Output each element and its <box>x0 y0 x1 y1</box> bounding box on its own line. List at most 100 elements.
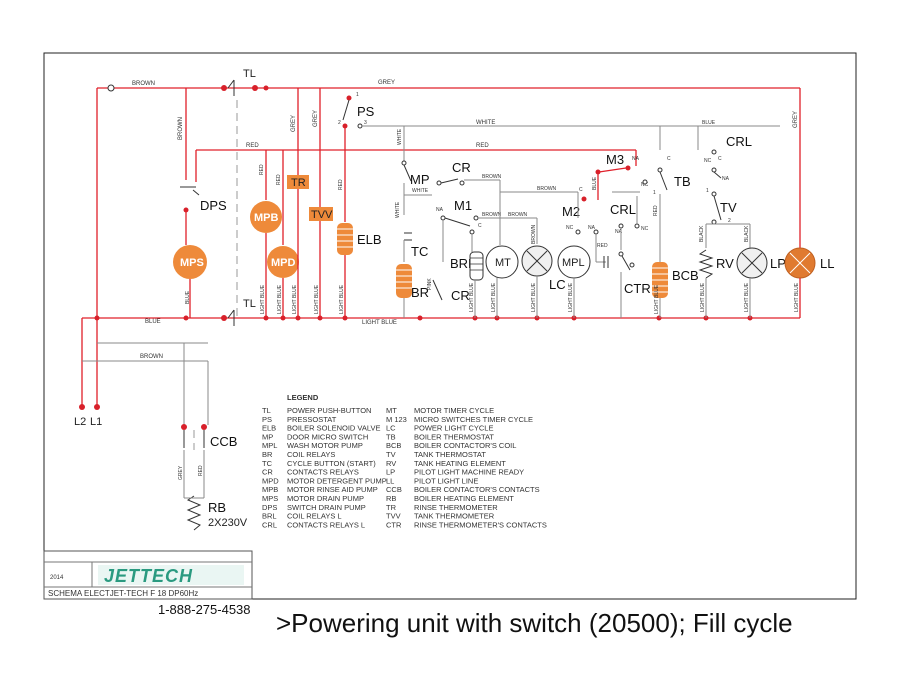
svg-text:RED: RED <box>597 243 608 249</box>
svg-text:RED: RED <box>198 465 204 476</box>
svg-text:RED: RED <box>276 174 282 185</box>
svg-text:BLACK: BLACK <box>744 225 750 242</box>
legend-code: LP <box>386 468 395 477</box>
legend-code: CRL <box>262 520 277 529</box>
label-m3: M3 <box>606 152 624 167</box>
svg-text:2: 2 <box>338 120 341 126</box>
wire-label-grey: GREY <box>378 80 395 86</box>
lp-lamp <box>736 247 768 279</box>
legend-code: BR <box>262 450 273 459</box>
legend-code: MPB <box>262 485 278 494</box>
legend-description: CONTACTS RELAYS L <box>287 520 365 529</box>
svg-text:LIGHT BLUE: LIGHT BLUE <box>260 284 266 314</box>
legend-title: LEGEND <box>287 393 319 402</box>
svg-text:LIGHT BLUE: LIGHT BLUE <box>491 282 497 312</box>
svg-text:BLACK: BLACK <box>699 225 705 242</box>
legend-code: CTR <box>386 520 402 529</box>
label-cr-bottom: CR <box>451 288 470 303</box>
label-ccb: CCB <box>210 434 237 449</box>
label-crl-right: CRL <box>726 134 752 149</box>
svg-text:WHITE: WHITE <box>395 201 401 218</box>
legend-description: BOILER SOLENOID VALVE <box>287 424 381 433</box>
svg-text:RED: RED <box>338 179 344 190</box>
legend-code: MT <box>386 406 397 415</box>
legend-description: MOTOR DRAIN PUMP <box>287 494 364 503</box>
label-ps: PS <box>357 104 375 119</box>
svg-text:LIGHT BLUE: LIGHT BLUE <box>277 284 283 314</box>
tvv-thermometer <box>309 207 333 221</box>
label-lp: LP <box>770 256 786 271</box>
svg-text:LIGHT BLUE: LIGHT BLUE <box>654 284 660 314</box>
svg-text:1: 1 <box>356 92 359 98</box>
legend-code: DPS <box>262 503 277 512</box>
svg-text:BLUE: BLUE <box>145 319 161 325</box>
legend-description: BOILER CONTACTOR'S COIL <box>414 441 516 450</box>
svg-text:WHITE: WHITE <box>412 188 429 194</box>
label-mpl: MPL <box>562 257 585 269</box>
legend-code: TC <box>262 459 273 468</box>
bcb-coil <box>652 262 668 298</box>
label-l1: L1 <box>90 416 102 428</box>
legend-description: COIL RELAYS <box>287 450 335 459</box>
legend-description: CYCLE BUTTON (START) <box>287 459 376 468</box>
svg-text:C: C <box>718 156 722 162</box>
legend-description: RINSE THERMOMETER'S CONTACTS <box>414 520 547 529</box>
svg-text:WHITE: WHITE <box>397 128 403 145</box>
svg-text:LIGHT BLUE: LIGHT BLUE <box>700 282 706 312</box>
svg-text:NA: NA <box>722 176 730 182</box>
legend-description: POWER PUSH-BUTTON <box>287 406 371 415</box>
legend-code: MPS <box>262 494 278 503</box>
svg-text:1: 1 <box>653 190 656 196</box>
mpb-pump <box>250 201 282 233</box>
svg-text:LIGHT BLUE: LIGHT BLUE <box>531 282 537 312</box>
label-m1: M1 <box>454 198 472 213</box>
svg-text:NC: NC <box>641 182 649 188</box>
wire-label-brown: BROWN <box>132 81 155 87</box>
legend-description: SWITCH DRAIN PUMP <box>287 503 366 512</box>
svg-text:RED: RED <box>246 143 259 149</box>
svg-text:1: 1 <box>706 188 709 194</box>
legend-description: BOILER CONTACTOR'S CONTACTS <box>414 485 540 494</box>
svg-text:BROWN: BROWN <box>140 354 163 360</box>
svg-text:GREY: GREY <box>291 115 297 132</box>
svg-text:RED: RED <box>653 205 659 216</box>
legend-code: CCB <box>386 485 402 494</box>
rv-resistor <box>698 249 714 279</box>
svg-text:NC: NC <box>704 158 712 164</box>
title-block: 2014 JETTECH SCHEMA ELECTJET-TECH F 18 D… <box>43 550 253 600</box>
legend-code: PS <box>262 415 272 424</box>
label-bcb: BCB <box>672 268 699 283</box>
brl-coil <box>469 251 484 281</box>
svg-text:GREY: GREY <box>178 465 184 480</box>
phone-number: 1-888-275-4538 <box>158 602 251 617</box>
svg-text:LIGHT BLUE: LIGHT BLUE <box>744 282 750 312</box>
label-brl: BRL <box>450 256 475 271</box>
label-mps: MPS <box>180 257 204 269</box>
label-cr-top: CR <box>452 160 471 175</box>
label-rv: RV <box>716 256 734 271</box>
svg-text:BLUE: BLUE <box>592 176 598 190</box>
svg-text:NC: NC <box>566 225 574 231</box>
mpd-pump <box>267 246 299 278</box>
label-tv: TV <box>720 200 737 215</box>
label-tr: TR <box>291 177 306 189</box>
legend-code: MP <box>262 432 273 441</box>
legend-description: TANK THERMOSTAT <box>414 450 486 459</box>
legend-description: COIL RELAYS L <box>287 512 342 521</box>
svg-text:LIGHT BLUE: LIGHT BLUE <box>339 284 345 314</box>
legend-description: MOTOR DETERGENT PUMP <box>287 476 387 485</box>
title-year: 2014 <box>50 575 64 581</box>
rb-heating-element <box>186 495 202 531</box>
legend-code: LL <box>386 476 394 485</box>
label-ctr: CTR <box>624 281 651 296</box>
legend-description: POWER LIGHT CYCLE <box>414 424 493 433</box>
label-m2: M2 <box>562 204 580 219</box>
legend-code: LC <box>386 424 396 433</box>
legend-description: PRESSOSTAT <box>287 415 337 424</box>
legend-description: TANK HEATING ELEMENT <box>414 459 506 468</box>
label-mpd: MPD <box>271 257 296 269</box>
lc-lamp <box>521 245 553 277</box>
label-dps: DPS <box>200 198 227 213</box>
svg-text:LIGHT BLUE: LIGHT BLUE <box>794 282 800 312</box>
